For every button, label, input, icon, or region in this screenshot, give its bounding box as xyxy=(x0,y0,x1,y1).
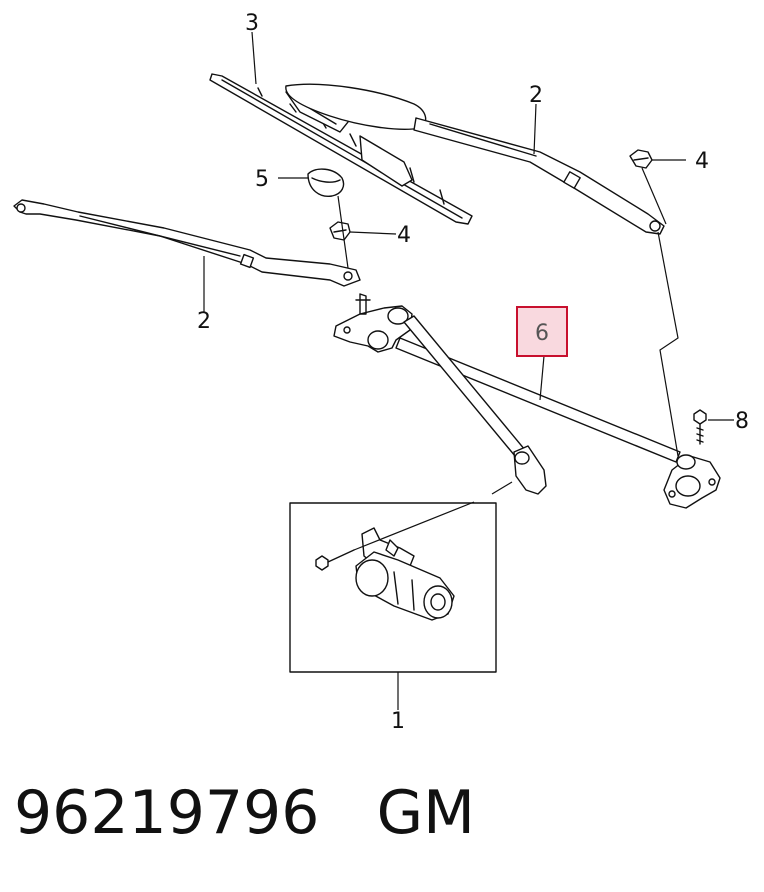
wiper-arm-driver xyxy=(13,199,361,287)
callout-2-lower: 2 xyxy=(197,309,211,334)
callout-4-left: 4 xyxy=(397,223,411,248)
callout-1: 1 xyxy=(391,709,405,734)
callout-6: 6 xyxy=(535,321,549,346)
pivot-nut-right xyxy=(629,149,653,169)
pivot-nut-left xyxy=(329,221,351,241)
mounting-bolt xyxy=(693,409,707,445)
brand-name: GM xyxy=(376,778,475,848)
callout-labels: 3 2 5 4 4 2 6 8 1 xyxy=(197,11,749,734)
part-number: 96219796 xyxy=(14,778,320,848)
callout-6-highlight xyxy=(516,306,568,357)
leader-lines xyxy=(203,31,734,710)
callout-4-right: 4 xyxy=(695,149,709,174)
wiper-arm-passenger xyxy=(285,83,665,235)
callout-8: 8 xyxy=(735,409,749,434)
wiper-linkage xyxy=(333,293,721,509)
callout-5: 5 xyxy=(255,167,269,192)
callout-3: 3 xyxy=(245,11,259,36)
wiper-motor-inset xyxy=(289,502,497,673)
pivot-cap xyxy=(307,168,345,197)
part-number-caption: 96219796 GM xyxy=(14,778,475,848)
callout-2-upper: 2 xyxy=(529,83,543,108)
